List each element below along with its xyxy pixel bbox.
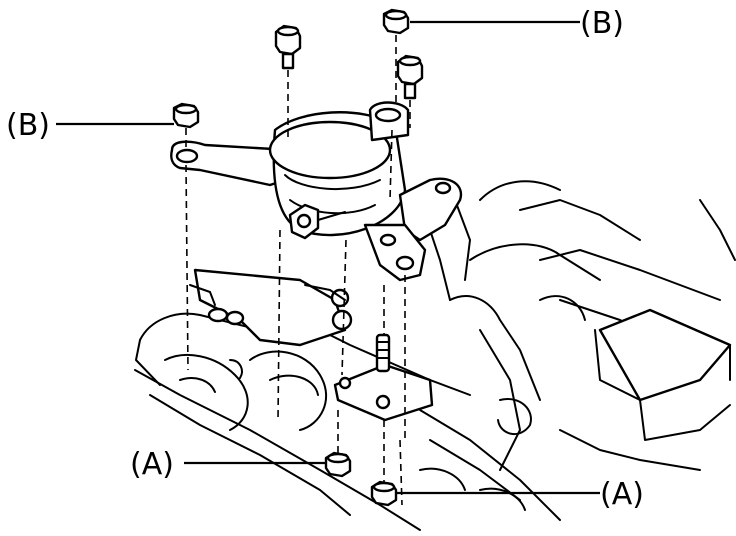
callout-a-lower-left: (A) [130,447,326,482]
callout-a-lower-left-label: (A) [130,447,174,482]
engine-block-background [134,180,736,531]
engine-mount [170,101,463,282]
lower-bracket [189,268,353,347]
callout-b-top-right: (B) [410,6,624,41]
callout-b-left-label: (B) [6,108,50,143]
callout-b-top-right-label: (B) [580,6,624,41]
nut-a-left [324,451,352,478]
stud-plate [333,333,434,422]
nut-b-top [382,8,410,35]
callout-b-left: (B) [6,108,174,143]
callout-a-lower-right-label: (A) [600,477,644,512]
bolt-right-top [396,54,424,100]
bolt-center-top [274,24,302,70]
nut-b-left [172,102,200,129]
alignment-lines [185,35,411,506]
nut-a-right [370,480,398,507]
callout-a-lower-right: (A) [396,477,644,512]
